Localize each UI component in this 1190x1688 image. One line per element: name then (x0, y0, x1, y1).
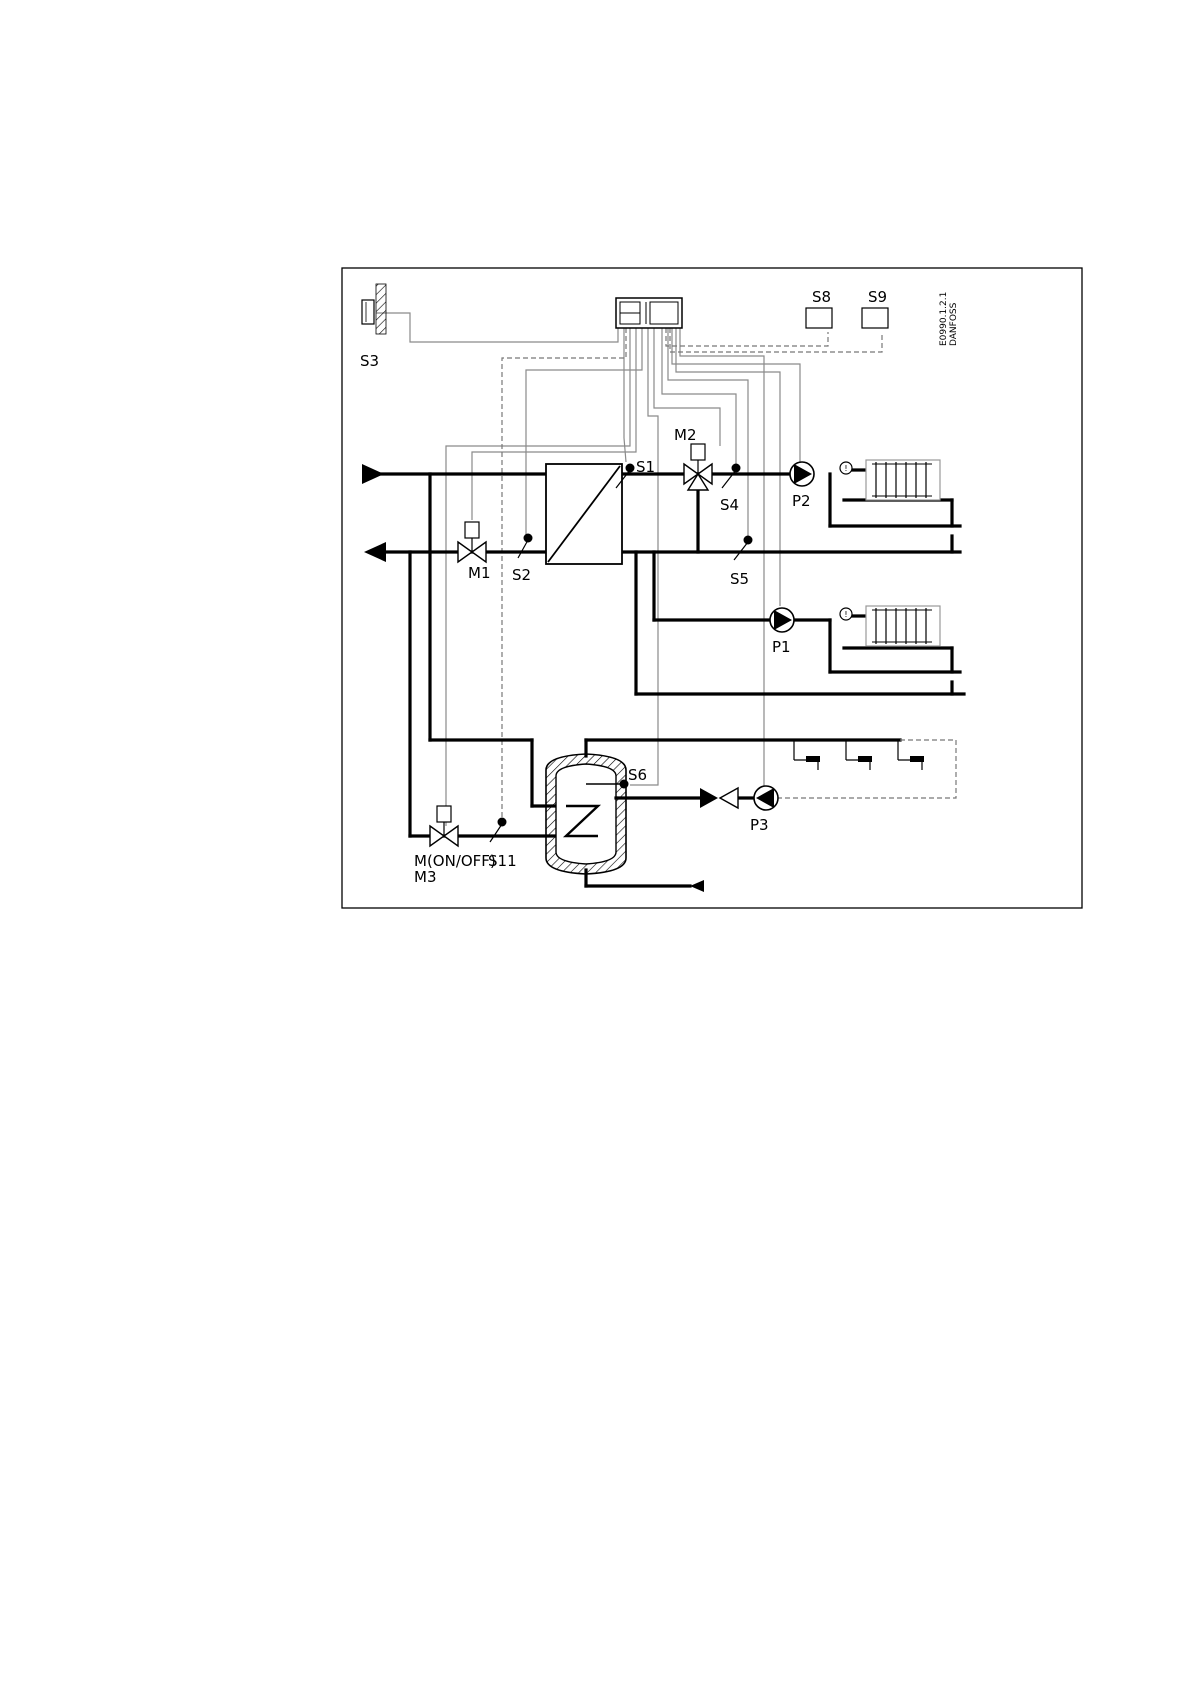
radiator-upper: ! (840, 460, 940, 500)
controller-unit (616, 298, 682, 328)
temperature-sensor-s5 (734, 536, 753, 561)
sensor-box-s9 (862, 308, 888, 328)
label-s9: S9 (868, 288, 887, 306)
label-s2: S2 (512, 566, 531, 584)
pump-p1 (770, 608, 794, 632)
sensor-box-s8 (806, 308, 832, 328)
pump-p2 (790, 462, 814, 486)
drawing-code-company: DANFOSS (949, 302, 959, 346)
radiator-lower: ! (840, 606, 940, 646)
drawing-code: E0990.1.2.1 DANFOSS (939, 292, 959, 346)
valve-m3 (430, 806, 458, 846)
pump-p3 (754, 786, 778, 810)
hot-water-tank (546, 754, 626, 874)
label-p2: P2 (792, 492, 811, 510)
drawing-code-number: E0990.1.2.1 (939, 292, 949, 346)
outdoor-sensor-s3 (362, 284, 386, 334)
return-outlet-arrow-icon (364, 542, 386, 562)
label-p1: P1 (772, 638, 791, 656)
label-m2: M2 (674, 426, 697, 444)
label-m1: M1 (468, 564, 491, 582)
temperature-sensor-s11 (490, 818, 507, 843)
label-s1: S1 (636, 458, 655, 476)
label-s4: S4 (720, 496, 739, 514)
tap-icon (846, 740, 872, 770)
tap-icon (794, 740, 820, 770)
check-valve-icon (700, 788, 738, 808)
temperature-sensor-s4 (722, 464, 741, 489)
three-way-valve-m2 (684, 444, 712, 490)
temperature-sensor-s2 (518, 534, 533, 559)
label-s8: S8 (812, 288, 831, 306)
label-p3: P3 (750, 816, 769, 834)
svg-text:!: ! (844, 610, 847, 619)
tap-icon (898, 740, 924, 770)
valve-m1 (458, 522, 486, 562)
svg-text:!: ! (844, 464, 847, 473)
label-s3: S3 (360, 352, 379, 370)
dhw-recirculation-line (778, 740, 956, 798)
label-s5: S5 (730, 570, 749, 588)
supply-inlet-arrow-icon (362, 464, 384, 484)
signal-wiring (376, 313, 882, 826)
heat-exchanger (546, 464, 622, 564)
label-s6: S6 (628, 766, 647, 784)
pipework (370, 470, 964, 886)
drain-arrow-icon (690, 880, 704, 892)
label-m3: M3 (414, 868, 437, 886)
